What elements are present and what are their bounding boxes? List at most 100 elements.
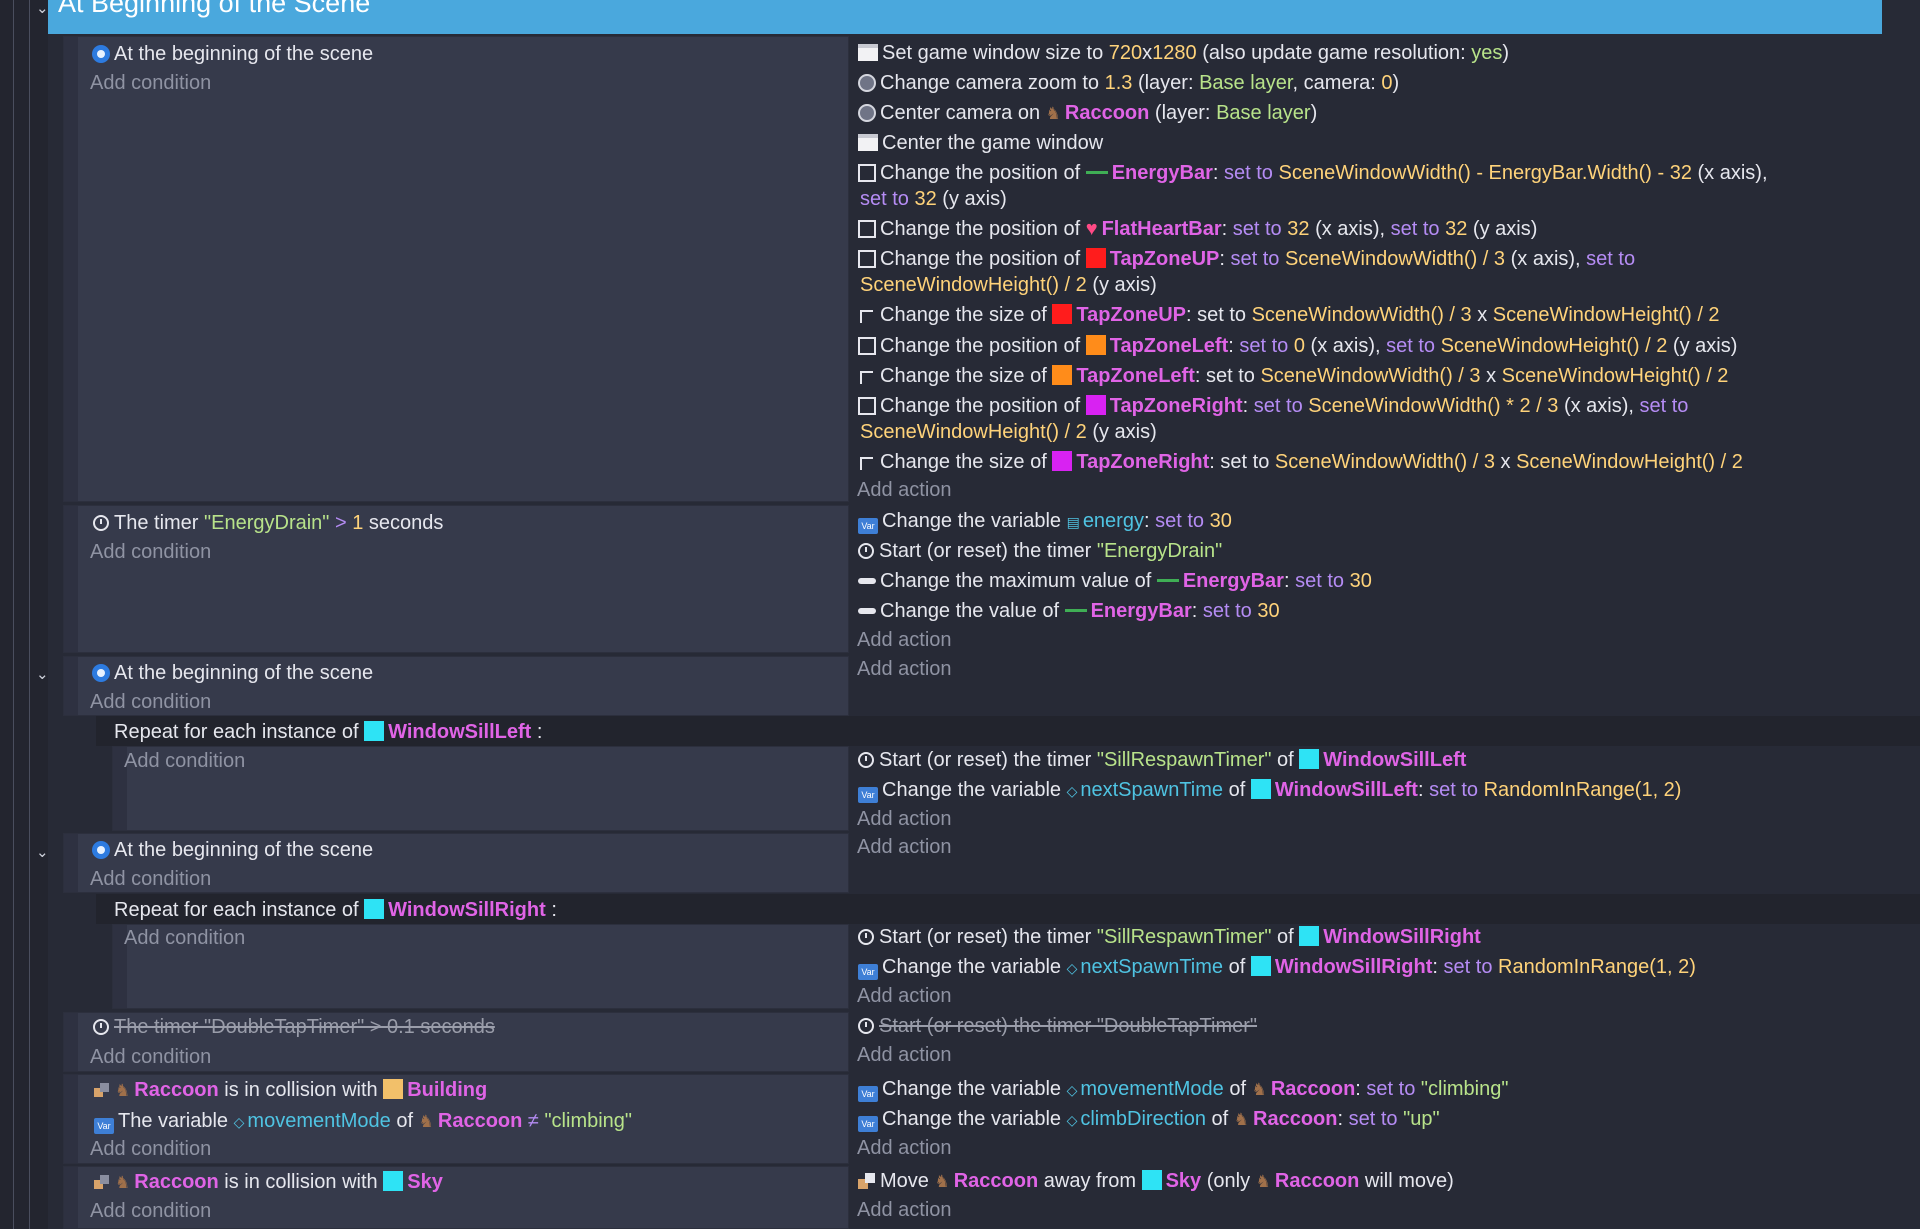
add-action-link[interactable]: Add action	[857, 1044, 952, 1066]
repeat-line[interactable]: Repeat for each instance of WindowSillRi…	[114, 899, 557, 921]
add-action-link[interactable]: Add action	[857, 658, 952, 680]
cyan-square-icon	[383, 1171, 404, 1191]
add-condition-link[interactable]: Add condition	[124, 750, 246, 772]
bar-icon	[858, 608, 876, 614]
add-action-link[interactable]: Add action	[857, 808, 952, 830]
add-condition-link[interactable]: Add condition	[90, 1138, 212, 1160]
raccoon-icon: ♞	[418, 1112, 434, 1131]
chevron-down-icon[interactable]: ⌄	[36, 0, 49, 17]
variable-icon: Var	[858, 1116, 878, 1132]
event-conditions[interactable]	[63, 1166, 849, 1229]
add-condition-link[interactable]: Add condition	[90, 1046, 212, 1068]
action-line[interactable]: Change the maximum value of EnergyBar: s…	[858, 568, 1372, 594]
action-line[interactable]: Start (or reset) the timer "SillRespawnT…	[858, 924, 1481, 950]
condition-line[interactable]: At the beginning of the scene	[92, 41, 373, 67]
window-icon	[858, 134, 878, 151]
action-line[interactable]: Change the size of TapZoneLeft: set to S…	[858, 363, 1728, 389]
raccoon-icon: ♞	[934, 1172, 950, 1191]
event-conditions[interactable]	[63, 1074, 849, 1164]
action-line[interactable]: Center camera on ♞Raccoon (layer: Base l…	[858, 100, 1317, 126]
repeat-line[interactable]: Repeat for each instance of WindowSillLe…	[114, 721, 543, 743]
purple-square-icon	[1085, 395, 1106, 415]
add-condition-link[interactable]: Add condition	[90, 691, 212, 713]
building-icon	[383, 1079, 404, 1099]
action-line[interactable]: Change the position of TapZoneUP: set to…	[858, 246, 1635, 272]
object-variable-icon: ◇	[1066, 960, 1078, 976]
condition-line[interactable]: ♞Raccoon is in collision with Building	[94, 1077, 487, 1103]
chevron-down-icon[interactable]: ⌄	[36, 666, 49, 683]
add-condition-link[interactable]: Add condition	[90, 72, 212, 94]
action-line[interactable]: Change the size of TapZoneRight: set to …	[858, 449, 1743, 475]
repeat-row[interactable]	[96, 716, 1920, 746]
orange-square-icon	[1052, 365, 1073, 385]
action-line[interactable]: Start (or reset) the timer "SillRespawnT…	[858, 747, 1466, 773]
add-condition-link[interactable]: Add condition	[90, 1200, 212, 1222]
cyan-square-icon	[364, 721, 385, 741]
event-conditions[interactable]	[112, 924, 849, 1009]
action-line[interactable]: Change the position of TapZoneLeft: set …	[858, 333, 1737, 359]
action-line[interactable]: Center the game window	[858, 130, 1103, 156]
timer-icon	[93, 1019, 109, 1035]
add-action-link[interactable]: Add action	[857, 629, 952, 651]
action-line[interactable]: Change the position of TapZoneRight: set…	[858, 393, 1688, 419]
raccoon-icon: ♞	[115, 1173, 131, 1192]
move-icon	[858, 1173, 876, 1189]
action-line-cont: SceneWindowHeight() / 2 (y axis)	[860, 274, 1157, 296]
timer-icon	[858, 752, 874, 768]
window-icon	[858, 44, 878, 61]
resize-icon	[858, 453, 876, 471]
add-condition-link[interactable]: Add condition	[124, 927, 246, 949]
action-line[interactable]: Change the position of ♥FlatHeartBar: se…	[858, 216, 1537, 242]
event-conditions[interactable]	[112, 746, 849, 831]
chevron-down-icon[interactable]: ⌄	[36, 844, 49, 861]
action-line[interactable]: Change the size of TapZoneUP: set to Sce…	[858, 302, 1720, 328]
resize-icon	[858, 367, 876, 385]
add-action-link[interactable]: Add action	[857, 985, 952, 1007]
group-header[interactable]: At Beginning of the Scene	[48, 0, 1882, 34]
collision-icon	[94, 1083, 110, 1097]
add-condition-link[interactable]: Add condition	[90, 868, 212, 890]
action-line[interactable]: Change the position of EnergyBar: set to…	[858, 160, 1768, 186]
add-action-link[interactable]: Add action	[857, 479, 952, 501]
condition-line[interactable]: At the beginning of the scene	[92, 837, 373, 863]
event-conditions[interactable]	[63, 656, 849, 716]
condition-line[interactable]: At the beginning of the scene	[92, 660, 373, 686]
event-conditions[interactable]	[63, 1012, 849, 1072]
action-line[interactable]: Change camera zoom to 1.3 (layer: Base l…	[858, 70, 1399, 96]
repeat-row[interactable]	[96, 894, 1920, 924]
event-conditions[interactable]	[63, 36, 849, 502]
variable-icon: Var	[94, 1118, 114, 1134]
camera-icon	[858, 104, 876, 122]
collision-icon	[94, 1175, 110, 1189]
add-action-link[interactable]: Add action	[857, 836, 952, 858]
disabled-condition-line[interactable]: The timer "DoubleTapTimer" > 0.1 seconds	[93, 1014, 495, 1040]
object-variable-icon: ◇	[1066, 1112, 1078, 1128]
cyan-square-icon	[364, 899, 385, 919]
action-line[interactable]: Set game window size to 720x1280 (also u…	[858, 40, 1509, 66]
position-icon	[858, 220, 876, 238]
position-icon	[858, 250, 876, 268]
raccoon-icon: ♞	[1255, 1172, 1271, 1191]
action-line[interactable]: Change the value of EnergyBar: set to 30	[858, 598, 1280, 624]
condition-line[interactable]: ♞Raccoon is in collision with Sky	[94, 1169, 443, 1195]
variable-icon: Var	[858, 787, 878, 803]
bar-icon	[858, 578, 876, 584]
add-action-link[interactable]: Add action	[857, 1137, 952, 1159]
disabled-action-line[interactable]: Start (or reset) the timer "DoubleTapTim…	[858, 1013, 1257, 1039]
red-square-icon	[1085, 248, 1106, 268]
energybar-icon	[1064, 609, 1087, 612]
event-conditions[interactable]	[63, 505, 849, 653]
add-condition-link[interactable]: Add condition	[90, 541, 212, 563]
condition-line[interactable]: The timer "EnergyDrain" > 1 seconds	[93, 510, 443, 536]
add-action-link[interactable]: Add action	[857, 1199, 952, 1221]
action-line[interactable]: Move ♞Raccoon away from Sky (only ♞Racco…	[858, 1168, 1454, 1194]
action-line-cont: set to 32 (y axis)	[860, 188, 1007, 210]
action-line[interactable]: Start (or reset) the timer "EnergyDrain"	[858, 538, 1222, 564]
event-conditions[interactable]	[63, 833, 849, 893]
